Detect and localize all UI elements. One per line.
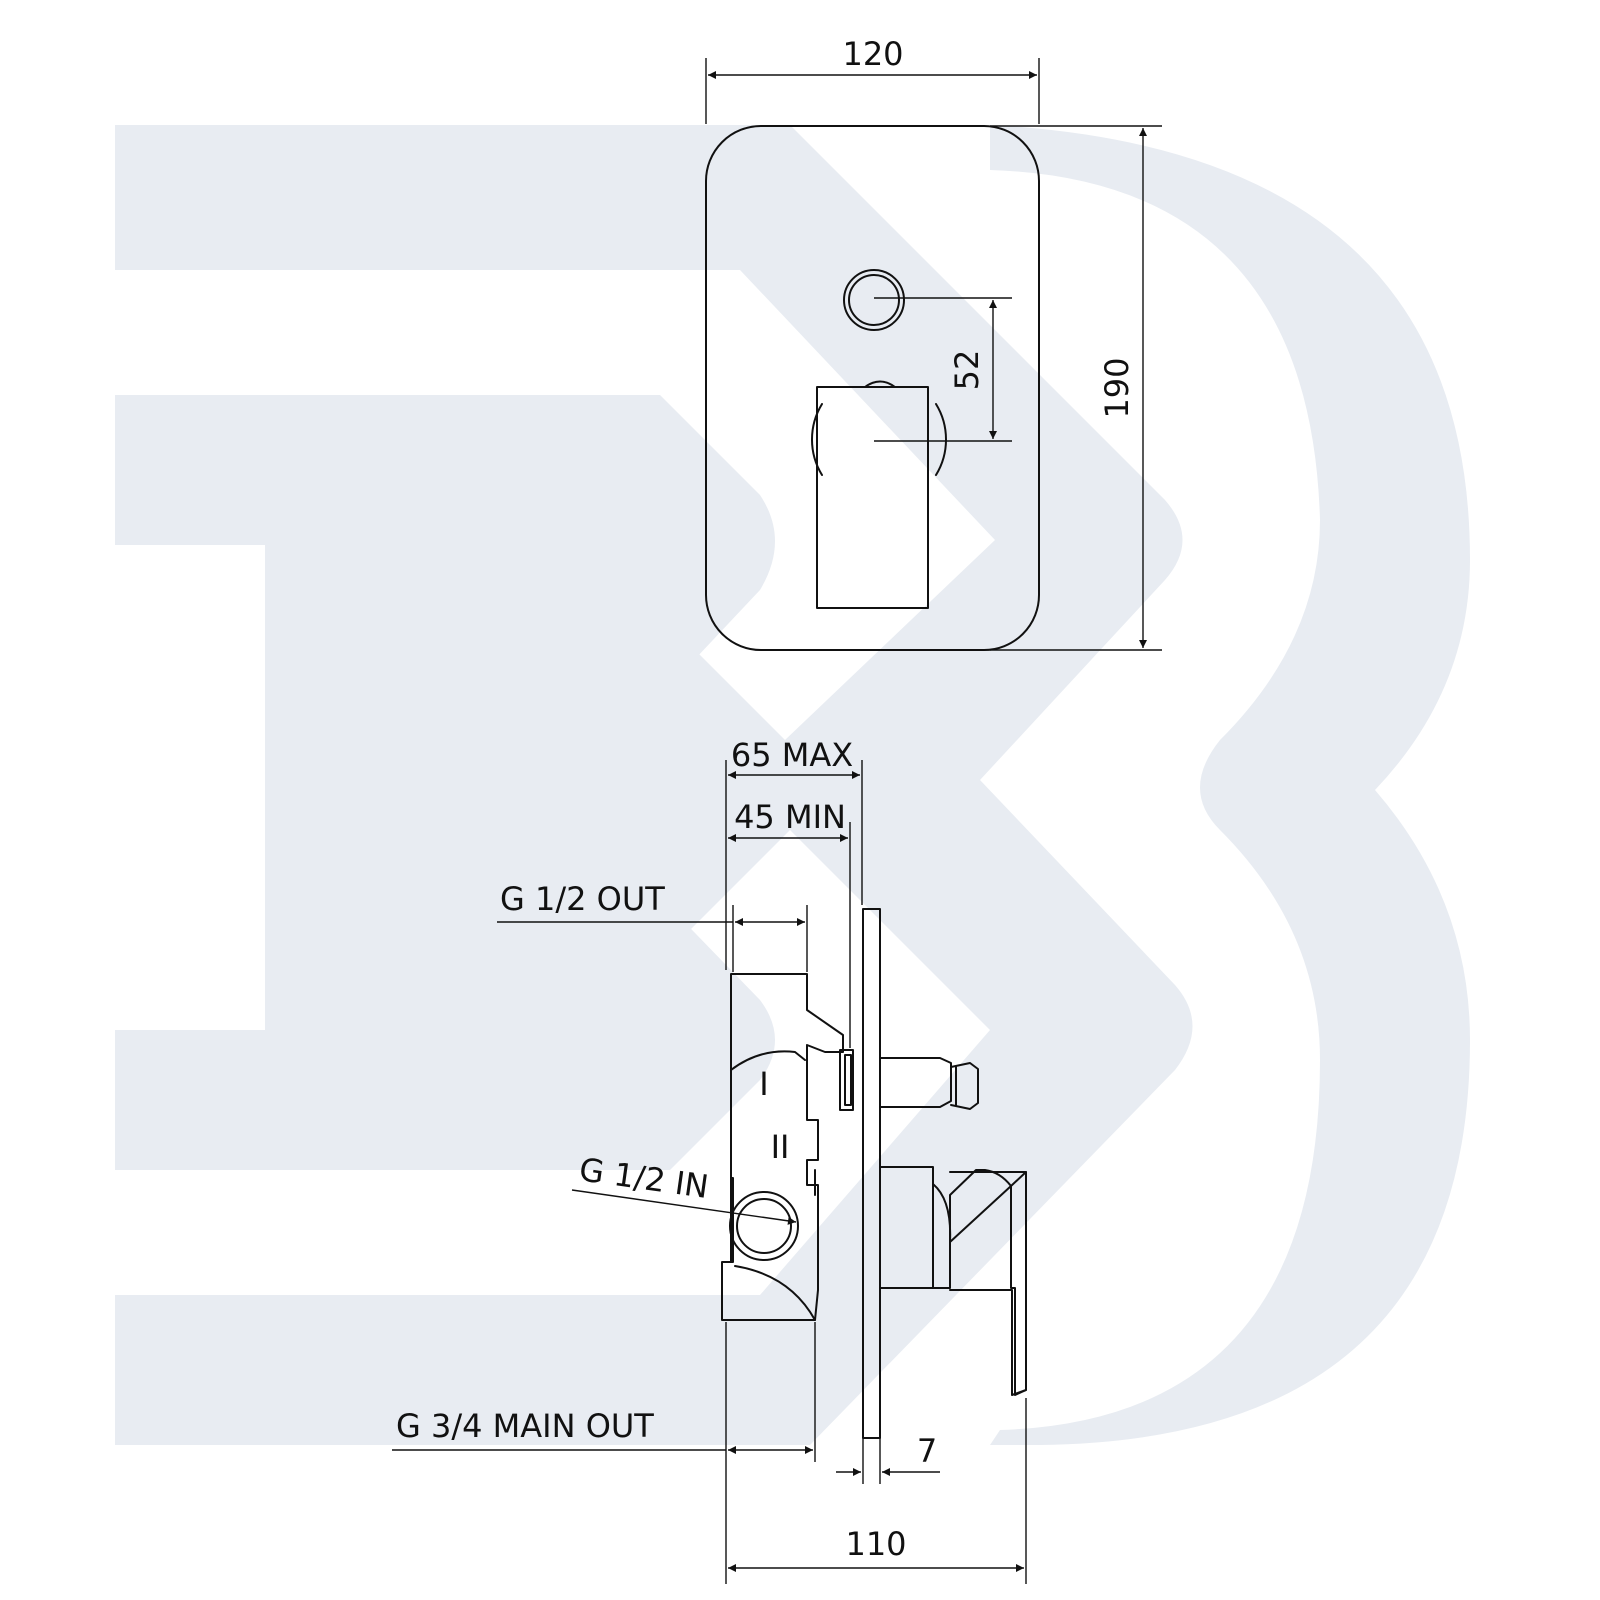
inlet-port-inner (736, 1198, 792, 1254)
port-mark-i: I (759, 1065, 768, 1103)
watermark-inner-band (115, 395, 775, 1170)
lever-handle (816, 386, 929, 609)
width-dimension-label: 120 (842, 35, 903, 73)
overall-depth-label: 110 (845, 1525, 906, 1563)
spacing-dimension-label: 52 (948, 350, 986, 391)
depth-min-label: 45 MIN (734, 798, 846, 836)
cartridge-nut (839, 1049, 854, 1111)
plate-thickness-label: 7 (917, 1432, 937, 1470)
lever-body (879, 1166, 934, 1289)
main-outlet-label: G 3/4 MAIN OUT (396, 1407, 654, 1445)
inlet-label: G 1/2 IN (577, 1150, 711, 1206)
watermark-logo (115, 125, 1470, 1445)
valve-body-outline (721, 973, 844, 1321)
side-view: I II 65 MAX 45 MIN G 1/2 OUT G 1/2 IN G … (392, 736, 1027, 1584)
cartridge-nut-inner (844, 1054, 852, 1106)
cover-plate-outline (705, 125, 1040, 651)
height-dimension-label: 190 (1098, 357, 1136, 418)
body-curve-bottom (734, 1265, 816, 1321)
inlet-port-outer (729, 1191, 799, 1261)
lever-base-top (864, 380, 896, 388)
watermark-right-b (990, 125, 1470, 1445)
lever-base-rosette (811, 403, 947, 476)
depth-max-label: 65 MAX (731, 736, 853, 774)
front-view: 120 190 52 (705, 35, 1162, 651)
diverter-button-inner (848, 274, 900, 326)
watermark-left-b (115, 125, 1193, 1445)
diverter-knob (950, 1062, 979, 1110)
outlet-label: G 1/2 OUT (500, 880, 665, 918)
port-mark-ii: II (771, 1128, 790, 1166)
diverter-stem (879, 1057, 952, 1108)
lever-arm-side (949, 1171, 1027, 1396)
body-curve-top (730, 1050, 806, 1071)
diverter-button-outer (843, 269, 905, 331)
wall-plate (862, 908, 881, 1439)
